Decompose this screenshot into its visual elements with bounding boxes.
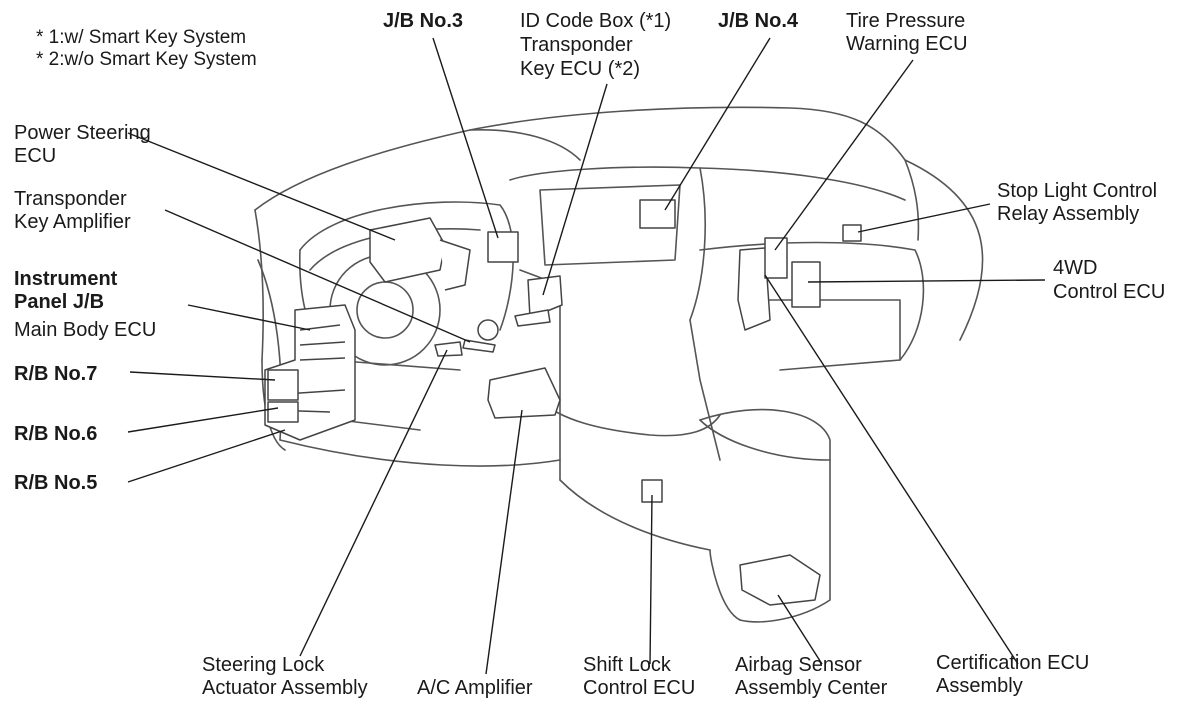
label-ac-amplifier: A/C Amplifier xyxy=(417,677,533,699)
label-transponder-amp-2: Key Amplifier xyxy=(14,211,131,233)
label-power-steering-1: Power Steering xyxy=(14,122,151,144)
label-tire-pressure-2: Warning ECU xyxy=(846,33,968,55)
label-shift-lock-1: Shift Lock xyxy=(583,654,671,676)
label-shift-lock-2: Control ECU xyxy=(583,677,696,699)
label-tire-pressure-1: Tire Pressure xyxy=(846,10,966,32)
label-rb-no6: R/B No.6 xyxy=(14,423,98,445)
label-transponder-amp-1: Transponder xyxy=(14,188,127,210)
footnote-no-smart-key: * 2:w/o Smart Key System xyxy=(36,49,257,70)
label-rb-no5: R/B No.5 xyxy=(14,472,98,494)
label-steering-lock-2: Actuator Assembly xyxy=(202,677,368,699)
dashboard-outline xyxy=(254,106,984,623)
label-4wd-2: Control ECU xyxy=(1053,281,1166,303)
label-jb-no4: J/B No.4 xyxy=(718,10,799,32)
label-airbag-1: Airbag Sensor xyxy=(735,654,862,676)
label-key-ecu: Key ECU (*2) xyxy=(520,58,641,80)
label-certification-2: Assembly xyxy=(936,675,1023,697)
footnote-smart-key: * 1:w/ Smart Key System xyxy=(36,27,247,48)
label-certification-1: Certification ECU xyxy=(936,652,1090,674)
label-rb-no7: R/B No.7 xyxy=(14,363,98,385)
label-power-steering-2: ECU xyxy=(14,145,57,167)
label-transponder: Transponder xyxy=(520,34,633,56)
label-4wd-1: 4WD xyxy=(1053,257,1098,279)
label-stop-light-1: Stop Light Control xyxy=(997,180,1158,202)
label-id-code-box: ID Code Box (*1) xyxy=(520,10,672,32)
label-steering-lock-1: Steering Lock xyxy=(202,654,325,676)
leader-lines xyxy=(127,37,1046,675)
label-jb-no3: J/B No.3 xyxy=(383,10,464,32)
label-instrument-panel-1: Instrument xyxy=(14,268,118,290)
label-stop-light-2: Relay Assembly xyxy=(997,203,1140,225)
label-airbag-2: Assembly Center xyxy=(735,677,888,699)
label-instrument-panel-2: Panel J/B xyxy=(14,291,105,313)
label-main-body-ecu: Main Body ECU xyxy=(14,319,157,341)
components xyxy=(264,199,862,606)
